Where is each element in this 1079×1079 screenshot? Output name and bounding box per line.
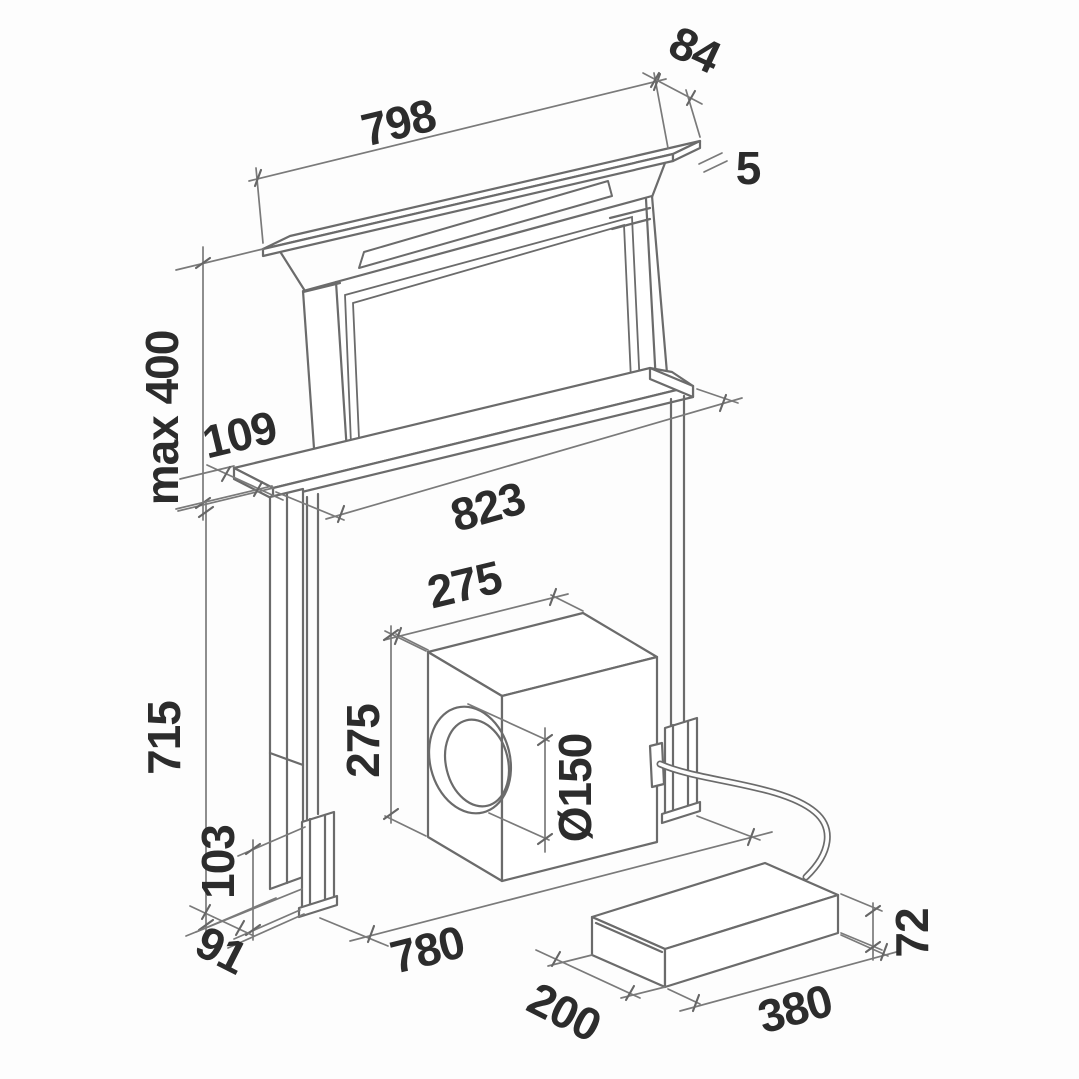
hood-rising-panel [261,139,702,479]
dimension-109 [175,464,284,510]
label-motor-height: 275 [337,704,389,778]
housing-right-lip [648,366,695,399]
label-foot-depth: 91 [188,915,256,984]
dimension-823 [275,388,743,524]
control-box [590,861,840,989]
dimension-275-width [383,587,584,651]
neck-taper-right [650,161,667,199]
cable-core [658,762,830,879]
label-top-thickness: 5 [736,142,761,194]
dimension-380 [667,934,901,1013]
control-box-left-lip-line [594,921,664,954]
label-foot-height: 103 [192,825,244,899]
dimension-max-400 [175,246,274,521]
top-plate-right-face [671,139,702,163]
dimension-200 [535,949,666,1002]
vent-slot [358,180,613,269]
duct-hole-outer-ring [427,705,513,815]
dimension-5 [698,152,728,173]
dimension-780 [319,815,773,947]
control-box-front-face [663,893,840,989]
panel-right-column-capital-bottom [610,217,652,231]
panel-right-column-edge [644,197,658,385]
label-base-span: 780 [385,915,469,983]
label-top-depth: 84 [661,16,729,85]
label-housing-depth: 109 [197,401,281,469]
dimension-duct-150 [467,703,554,853]
label-max-height: max 400 [136,331,188,506]
label-leg-length: 715 [138,701,190,775]
power-cable [656,760,831,881]
label-control-length: 380 [753,974,838,1043]
neck-taper-left [279,251,307,293]
dimension-798 [248,72,669,244]
label-control-depth: 200 [520,972,609,1052]
panel-left-column-capital [301,281,342,294]
recess-housing [232,366,695,501]
label-motor-width: 275 [422,550,506,618]
dimension-72 [840,893,883,961]
label-control-height: 72 [886,908,938,957]
dimension-275-height [382,625,427,837]
right-foot-base [660,800,702,825]
dimension-91 [189,897,305,949]
panel-left-column-edge [334,280,350,470]
support-structure [268,394,702,919]
label-top-width: 798 [356,88,440,156]
left-foot-base [297,894,339,919]
duct-hole-inner-ring [443,718,511,808]
dimension-84 [642,71,703,138]
left-slide-plate-diagonal [268,751,305,767]
panel-right-column-capital-top [608,206,652,220]
motor-box [426,611,666,883]
label-housing-width: 823 [445,471,530,541]
label-duct-diameter: Ø150 [549,734,601,843]
